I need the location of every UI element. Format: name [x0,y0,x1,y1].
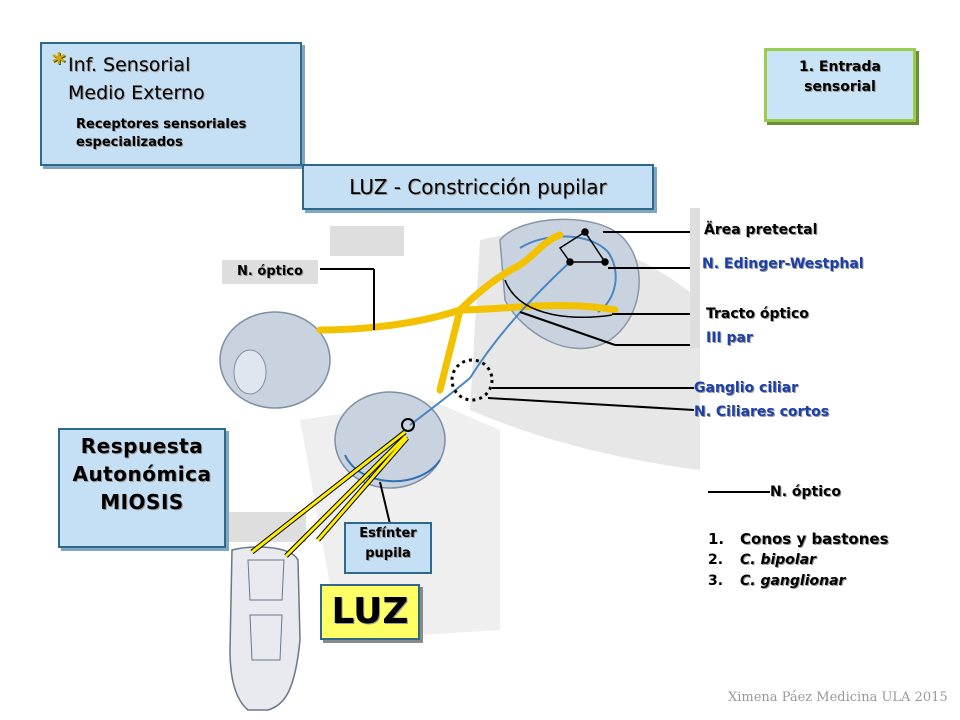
label-ganglio-ciliar: Ganglio ciliar [694,380,799,396]
pupil-marker [401,418,415,432]
respuesta-line3: MIOSIS [100,490,184,514]
lens-upper [233,349,267,395]
cell-list: 1.Conos y bastones 2.C. bipolar 3.C. gan… [708,528,889,592]
sensorial-line4: especializados [76,135,183,150]
legend-label: N. óptico [770,484,841,500]
label-tracto-optico: Tracto óptico [706,306,809,322]
label-iii-par: III par [706,330,753,346]
ciliary-ganglion-marker [450,358,494,402]
title-box: LUZ - Constricción pupilar [302,164,654,210]
label-area-pretectal: Ärea pretectal [704,222,818,238]
light-rays-fill [251,430,409,558]
esfinter-box: Esfínter pupila [344,522,432,574]
n-optico-label: N. óptico [222,260,318,284]
entrada-line1: 1. Entrada [799,59,881,75]
label-edinger-westphal: N. Edinger-Westphal [702,256,864,272]
grey-patch-top [330,226,404,256]
luz-box: LUZ [320,584,420,640]
sensorial-line1: Inf. Sensorial [68,54,191,76]
respuesta-line2: Autonómica [72,462,212,486]
sensorial-line3: Receptores sensoriales [76,117,247,132]
leader-lines [320,231,700,525]
entrada-sensorial-box: 1. Entrada sensorial [764,48,916,122]
sensorial-line2: Medio Externo [68,82,205,104]
esfinter-line1: Esfínter [359,526,417,541]
list-item: 3.C. ganglionar [708,573,846,589]
label-ciliares-cortos: N. Ciliares cortos [694,404,830,420]
retina-detail [229,546,301,711]
neuron-circuit [504,228,613,319]
sensorial-receptors: Receptores sensoriales especializados [76,116,246,152]
grey-patch-right [690,208,700,348]
list-item: 2.C. bipolar [708,552,817,568]
sensorial-info-box: * Inf. Sensorial Medio Externo Receptore… [40,42,302,166]
entrada-line2: sensorial [804,79,876,95]
respuesta-line1: Respuesta [80,434,204,458]
retina-detail-inner [247,559,285,661]
list-item: 1.Conos y bastones [708,530,889,548]
respuesta-box: Respuesta Autonómica MIOSIS [58,428,226,548]
credit-text: Ximena Páez Medicina ULA 2015 [728,690,948,705]
asterisk-icon: * [52,48,66,78]
grey-patch-left [216,512,306,542]
esfinter-line2: pupila [365,546,411,561]
optic-pathway [316,231,619,394]
retina-lower [344,454,441,483]
midbrain-inner [519,235,617,313]
